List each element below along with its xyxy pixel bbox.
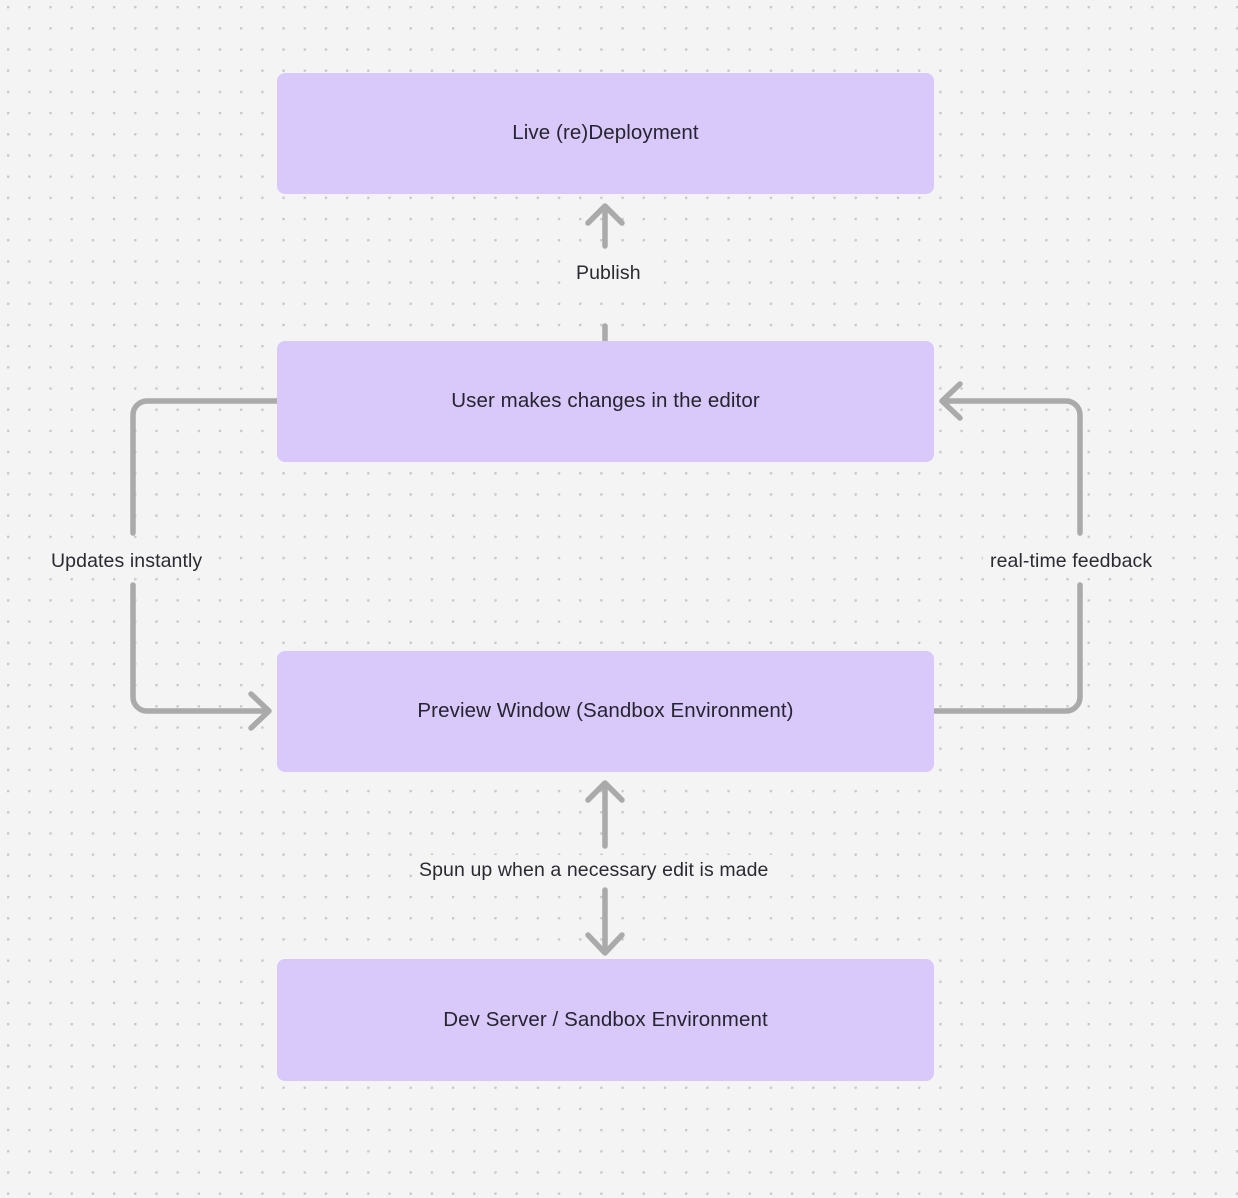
edge-label-updates-instantly: Updates instantly	[44, 546, 210, 577]
node-preview-window[interactable]: Preview Window (Sandbox Environment)	[277, 651, 934, 772]
node-live-deployment[interactable]: Live (re)Deployment	[277, 73, 934, 194]
node-user-edits[interactable]: User makes changes in the editor	[277, 341, 934, 462]
node-live-deployment-label: Live (re)Deployment	[512, 121, 699, 145]
edge-label-publish: Publish	[569, 258, 648, 289]
node-user-edits-label: User makes changes in the editor	[451, 389, 760, 413]
node-dev-server-label: Dev Server / Sandbox Environment	[443, 1007, 768, 1031]
edge-label-realtime-feedback: real-time feedback	[983, 546, 1160, 577]
node-dev-server[interactable]: Dev Server / Sandbox Environment	[277, 959, 934, 1081]
node-preview-window-label: Preview Window (Sandbox Environment)	[417, 699, 794, 723]
edge-label-spun-up: Spun up when a necessary edit is made	[412, 855, 776, 886]
